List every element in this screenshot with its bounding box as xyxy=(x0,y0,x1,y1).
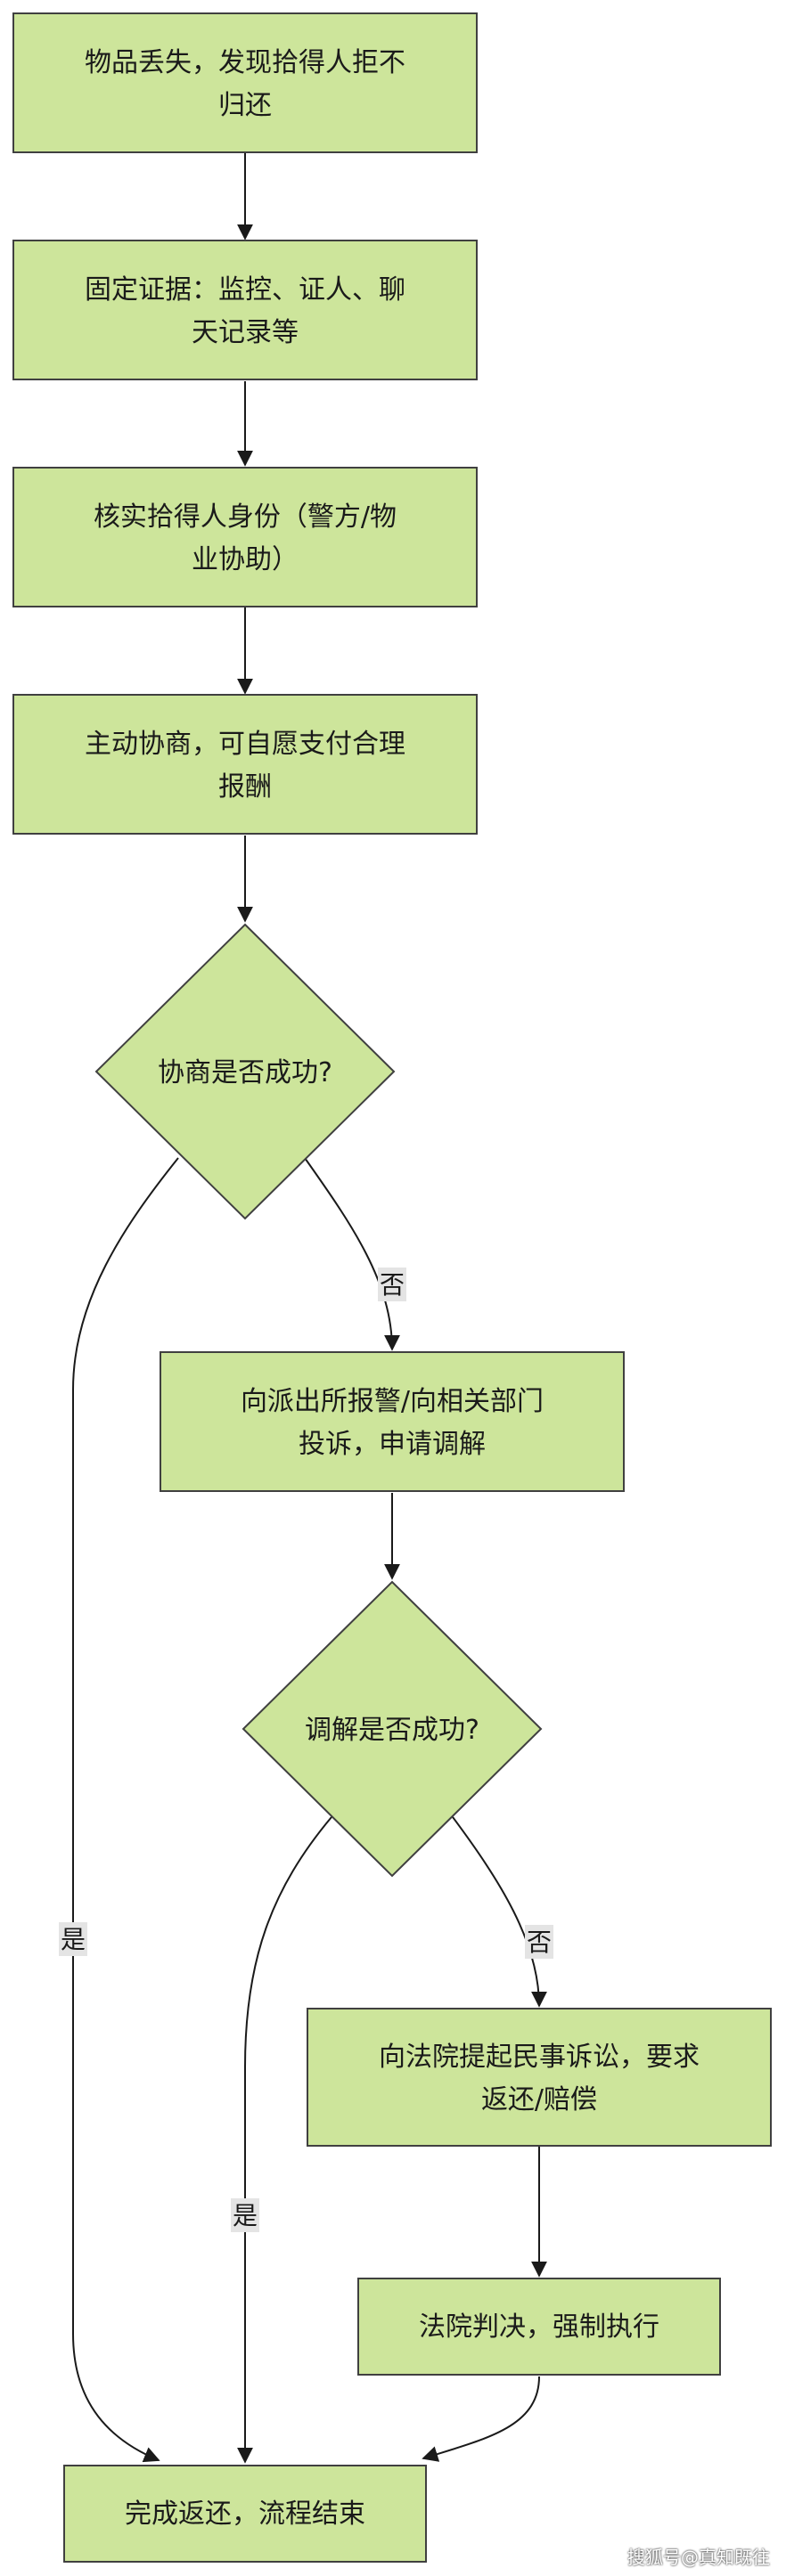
node-file-lawsuit-line2: 返还/赔偿 xyxy=(481,2084,597,2115)
svg-text:是: 是 xyxy=(61,1925,86,1954)
node-report-police-line1: 向派出所报警/向相关部门 xyxy=(241,1386,544,1417)
node-verify-identity-line2: 业协助） xyxy=(192,544,299,575)
node-item-lost-line2: 归还 xyxy=(218,90,272,121)
node-fix-evidence-line2: 天记录等 xyxy=(192,317,299,348)
node-item-lost-line1: 物品丢失，发现拾得人拒不 xyxy=(85,47,405,78)
decision-mediation-success-text: 调解是否成功? xyxy=(305,1715,479,1746)
decision-negotiation-success: 协商是否成功? xyxy=(94,923,396,1220)
edge-step7-end xyxy=(422,2376,540,2462)
edge-decision2-yes xyxy=(237,1816,332,2464)
node-complete-text: 完成返还，流程结束 xyxy=(125,2499,365,2530)
node-fix-evidence-line1: 固定证据：监控、证人、聊 xyxy=(85,274,405,306)
decision-mediation-success: 调解是否成功? xyxy=(242,1580,543,1878)
watermark: 搜狐号@真知既往 xyxy=(627,2547,770,2568)
edge-label-decision1-yes: 是 xyxy=(59,1922,87,1956)
svg-text:否: 否 xyxy=(527,1928,552,1957)
node-item-lost: 物品丢失，发现拾得人拒不 归还 xyxy=(12,12,478,153)
node-report-police: 向派出所报警/向相关部门 投诉，申请调解 xyxy=(160,1351,625,1492)
node-verify-identity: 核实拾得人身份（警方/物 业协助） xyxy=(12,467,478,607)
edge-decision2-no xyxy=(452,1816,547,2008)
edge-label-decision2-no: 否 xyxy=(525,1925,553,1959)
edge-label-decision1-no: 否 xyxy=(378,1268,406,1301)
edge-decision1-no xyxy=(304,1157,400,1351)
svg-text:否: 否 xyxy=(380,1270,405,1300)
node-court-judgment-text: 法院判决，强制执行 xyxy=(419,2311,659,2343)
node-file-lawsuit: 向法院提起民事诉讼，要求 返还/赔偿 xyxy=(307,2008,772,2147)
node-report-police-line2: 投诉，申请调解 xyxy=(299,1429,486,1460)
decision-negotiation-success-text: 协商是否成功? xyxy=(158,1057,332,1088)
node-negotiate: 主动协商，可自愿支付合理 报酬 xyxy=(12,694,478,835)
edges xyxy=(72,153,547,2464)
node-negotiate-line1: 主动协商，可自愿支付合理 xyxy=(85,729,405,760)
node-negotiate-line2: 报酬 xyxy=(218,771,272,803)
node-fix-evidence: 固定证据：监控、证人、聊 天记录等 xyxy=(12,240,478,380)
node-complete: 完成返还，流程结束 xyxy=(63,2465,427,2563)
edge-labels: 否 是 否 是 xyxy=(59,1268,553,2232)
edge-label-decision2-yes: 是 xyxy=(231,2198,259,2232)
svg-text:是: 是 xyxy=(233,2201,258,2230)
node-verify-identity-line1: 核实拾得人身份（警方/物 xyxy=(94,501,397,533)
node-file-lawsuit-line1: 向法院提起民事诉讼，要求 xyxy=(379,2042,700,2073)
edge-decision1-yes xyxy=(72,1157,179,2463)
node-court-judgment: 法院判决，强制执行 xyxy=(357,2278,721,2376)
